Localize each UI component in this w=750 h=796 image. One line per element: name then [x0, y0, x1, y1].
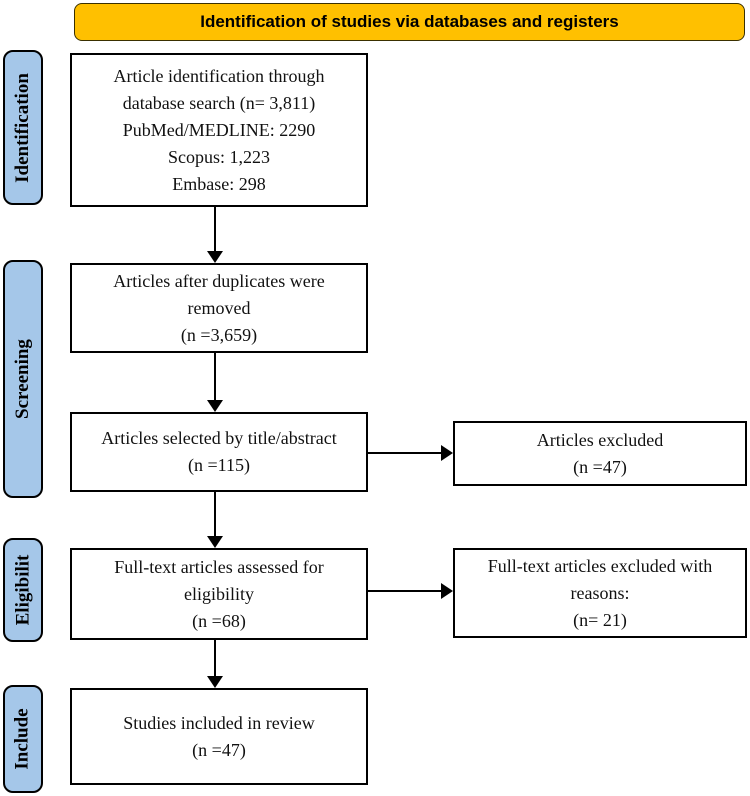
arrow-shaft	[214, 207, 216, 251]
box-text-line: (n =47)	[573, 456, 627, 477]
arrow-head-icon	[207, 676, 223, 688]
arrow-shaft	[214, 353, 216, 400]
stage-label-text: Include	[12, 708, 33, 770]
exclusion-box-fulltext-excluded: Full-text articles excluded with reasons…	[453, 548, 747, 638]
flow-box-studies-included: Studies included in review (n =47)	[70, 688, 368, 785]
box-text-line: (n =47)	[192, 739, 246, 760]
arrow-shaft	[368, 452, 441, 454]
box-text-line: Full-text articles assessed for	[114, 556, 324, 577]
diagram-title-banner: Identification of studies via databases …	[74, 3, 745, 41]
stage-label-include: Include	[3, 685, 43, 793]
arrow-head-icon	[207, 400, 223, 412]
box-text-line: Articles selected by title/abstract	[101, 428, 337, 448]
arrow-down-box2-to-box3	[207, 353, 223, 412]
stage-label-text: Identification	[12, 72, 33, 183]
flow-box-fulltext-assessed: Full-text articles assessed for eligibil…	[70, 548, 368, 640]
stage-label-screening: Screening	[3, 260, 43, 498]
flow-box-duplicates-removed: Articles after duplicates were removed (…	[70, 263, 368, 353]
box-text-line: PubMed/MEDLINE: 2290	[122, 119, 316, 140]
stage-label-text: Eligibilit	[12, 554, 33, 626]
arrow-head-icon	[441, 445, 453, 461]
box-text-line: (n =115)	[188, 455, 250, 475]
box-text-line: (n =68)	[192, 610, 246, 631]
stage-label-identification: Identification	[3, 50, 43, 205]
box-text-line: Scopus: 1,223	[167, 146, 270, 167]
box-text-line: eligibility	[184, 583, 254, 604]
box-text-line: removed	[187, 297, 251, 318]
arrow-head-icon	[207, 251, 223, 263]
diagram-title: Identification of studies via databases …	[200, 12, 619, 31]
arrow-down-box3-to-box4	[207, 492, 223, 548]
arrow-right-box4-to-excluded	[368, 583, 453, 599]
flow-box-database-search: Article identification through database …	[70, 53, 368, 207]
box-text-line: Articles excluded	[536, 429, 664, 450]
box-text-line: (n =3,659)	[180, 324, 258, 345]
arrow-head-icon	[207, 536, 223, 548]
stage-label-eligibility: Eligibilit	[3, 538, 43, 642]
box-text-line: database search (n= 3,811)	[122, 92, 316, 113]
arrow-shaft	[368, 590, 441, 592]
arrow-right-box3-to-excluded	[368, 445, 453, 461]
box-text-line: reasons:	[570, 582, 630, 603]
box-text-line: Articles after duplicates were	[113, 270, 325, 291]
box-text-line: Article identification through	[113, 65, 325, 86]
arrow-shaft	[214, 492, 216, 536]
stage-label-text: Screening	[12, 339, 33, 419]
box-text-line: Studies included in review	[123, 712, 315, 733]
box-text-line: Embase: 298	[172, 173, 266, 194]
box-text-line: (n= 21)	[573, 609, 627, 630]
arrow-head-icon	[441, 583, 453, 599]
flow-box-title-abstract-selected: Articles selected by title/abstract (n =…	[70, 412, 368, 492]
exclusion-box-articles-excluded: Articles excluded (n =47)	[453, 421, 747, 486]
arrow-down-box1-to-box2	[207, 207, 223, 263]
box-text-line: Full-text articles excluded with	[487, 555, 713, 576]
arrow-shaft	[214, 640, 216, 676]
arrow-down-box4-to-box5	[207, 640, 223, 688]
